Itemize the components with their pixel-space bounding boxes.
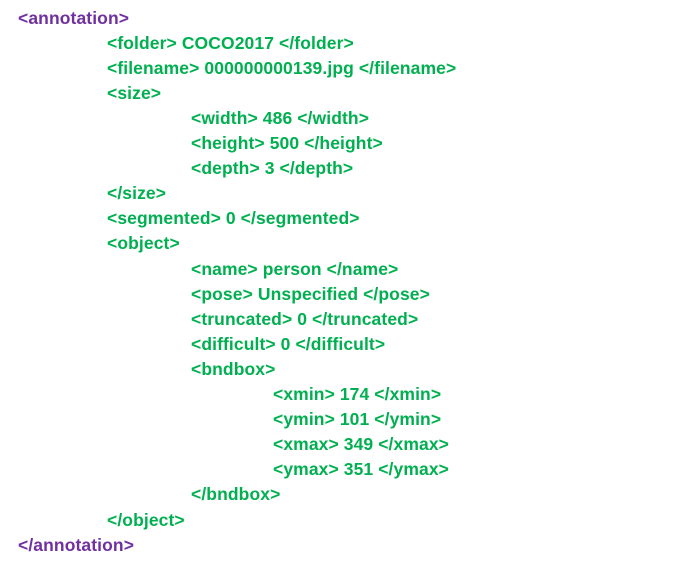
ymin-line: <ymin> 101 </ymin> <box>273 409 442 429</box>
size-open-tag: <size> <box>107 83 162 103</box>
name-line: <name> person </name> <box>191 259 399 279</box>
height-line: <height> 500 </height> <box>191 133 383 153</box>
annotation-open-tag: <annotation> <box>18 8 130 28</box>
folder-line: <folder> COCO2017 </folder> <box>107 33 354 53</box>
truncated-line: <truncated> 0 </truncated> <box>191 309 419 329</box>
annotation-close-tag: </annotation> <box>18 535 135 555</box>
pose-line: <pose> Unspecified </pose> <box>191 284 430 304</box>
object-open-tag: <object> <box>107 233 180 253</box>
segmented-line: <segmented> 0 </segmented> <box>107 208 360 228</box>
xmin-line: <xmin> 174 </xmin> <box>273 384 442 404</box>
bndbox-open-tag: <bndbox> <box>191 359 276 379</box>
ymax-line: <ymax> 351 </ymax> <box>273 459 449 479</box>
depth-line: <depth> 3 </depth> <box>191 158 354 178</box>
width-line: <width> 486 </width> <box>191 108 370 128</box>
filename-line: <filename> 000000000139.jpg </filename> <box>107 58 457 78</box>
bndbox-close-tag: </bndbox> <box>191 484 281 504</box>
size-close-tag: </size> <box>107 183 167 203</box>
object-close-tag: </object> <box>107 510 185 530</box>
difficult-line: <difficult> 0 </difficult> <box>191 334 386 354</box>
xmax-line: <xmax> 349 </xmax> <box>273 434 449 454</box>
